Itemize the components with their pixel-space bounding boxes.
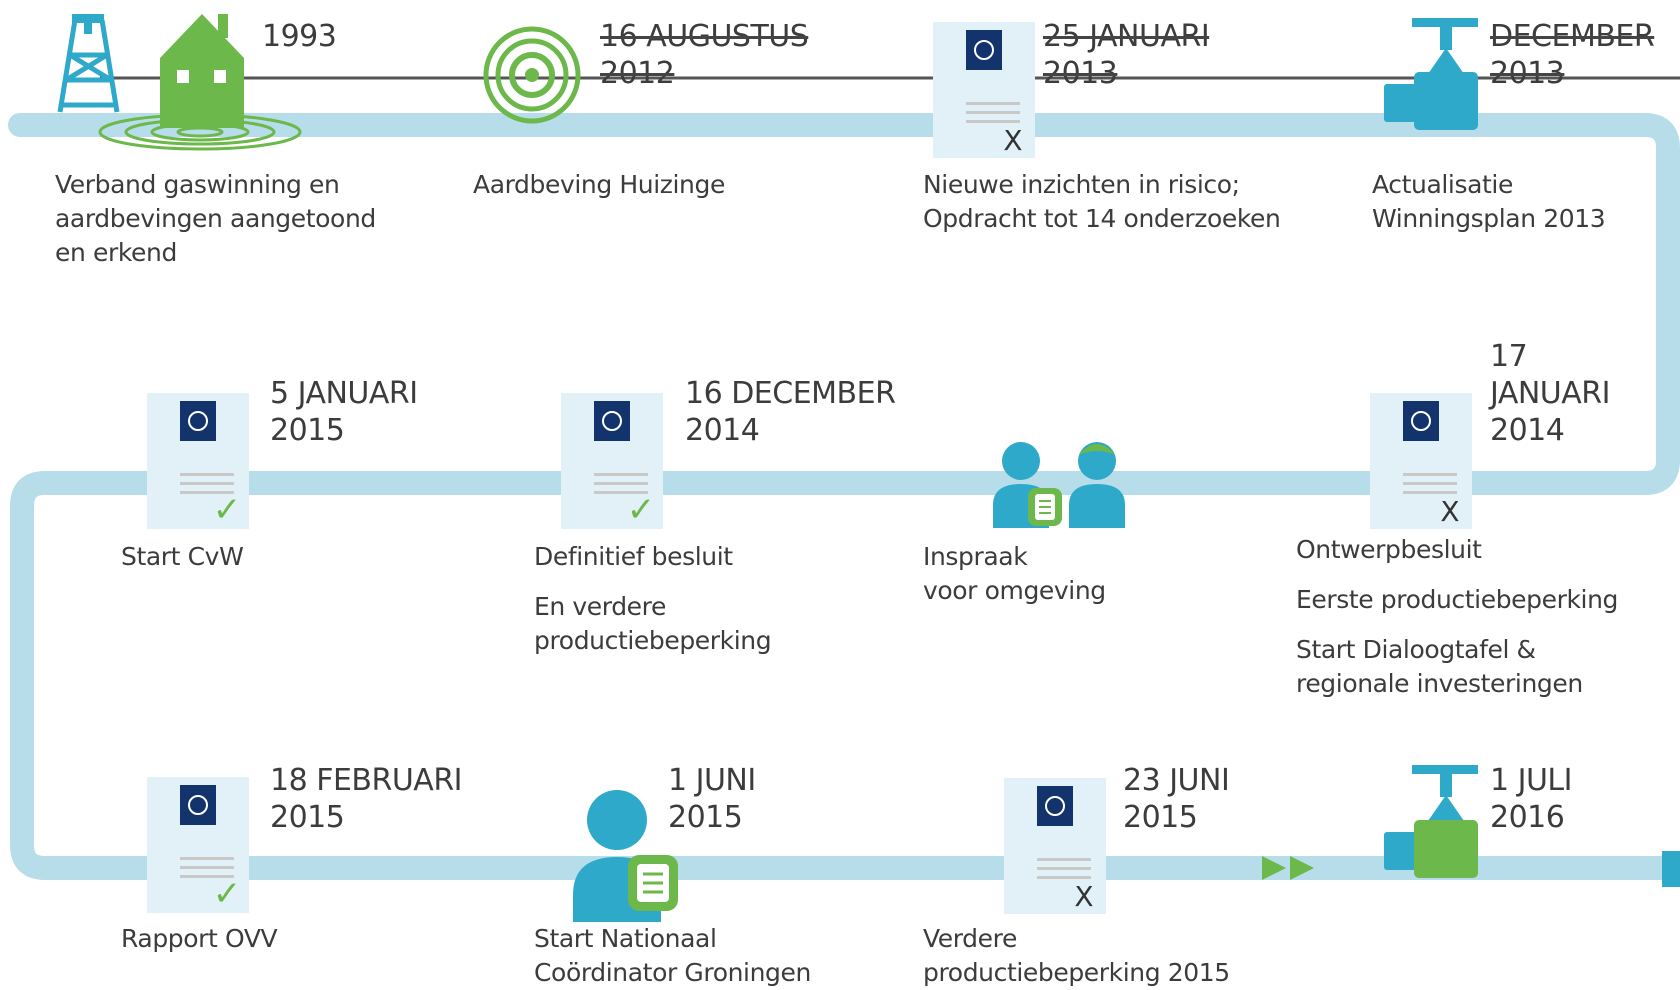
document-icons: X X ✓ ✓ ✓ X: [147, 22, 1472, 914]
event-date-1993: 1993: [262, 19, 337, 54]
government-document-icon: ✓: [147, 777, 249, 914]
government-document-icon: X: [1370, 393, 1472, 529]
timeline-track: [8, 113, 1680, 880]
event-description-feb-2015: Rapport OVV: [121, 922, 278, 956]
event-description-jun1-2015: Start Nationaal Coördinator Groningen: [534, 922, 811, 990]
description-line: voor omgeving: [923, 576, 1106, 605]
people-consultation-icon: [993, 442, 1125, 528]
description-line: Verdere: [923, 924, 1017, 953]
description-line: Start CvW: [121, 542, 244, 571]
event-date-dec-2013: DECEMBER 2013: [1490, 19, 1655, 91]
event-date-jan-2015: 5 JANUARI 2015: [270, 376, 418, 448]
x-mark-icon: X: [1003, 124, 1022, 157]
coat-of-arms-icon: [594, 401, 630, 441]
coordinator-person-icon: [573, 790, 678, 922]
description-line: En verdere: [534, 592, 666, 621]
event-description-inspraak: Inspraak voor omgeving: [923, 540, 1106, 608]
gas-valve-icon: [1384, 18, 1478, 130]
description-line: Start Dialoogtafel &: [1296, 635, 1536, 664]
x-mark-icon: X: [1440, 495, 1459, 528]
coat-of-arms-icon: [966, 30, 1002, 70]
event-description-jun23-2015: Verdere productiebeperking 2015: [923, 922, 1230, 990]
track-end-cap: [1662, 851, 1680, 887]
house-icon: [160, 14, 244, 128]
event-description-dec-2014: Definitief besluit En verdere productieb…: [534, 540, 772, 658]
description-line: productiebeperking 2015: [923, 958, 1230, 987]
event-description-jan-2014: Ontwerpbesluit Eerste productiebeperking…: [1296, 533, 1618, 701]
description-line: Winningsplan 2013: [1372, 204, 1606, 233]
description-line: Actualisatie: [1372, 170, 1513, 199]
description-line: Aardbeving Huizinge: [473, 170, 725, 199]
event-date-jun1-2015: 1 JUNI 2015: [668, 763, 756, 835]
description-line: Eerste productiebeperking: [1296, 585, 1619, 614]
coat-of-arms-icon: [180, 785, 216, 825]
check-mark-icon: ✓: [627, 490, 656, 530]
event-description-jan-2013: Nieuwe inzichten in risico; Opdracht tot…: [923, 168, 1281, 236]
description-line: Definitief besluit: [534, 542, 733, 571]
event-date-huizinge: 16 AUGUSTUS 2012: [600, 19, 809, 91]
coat-of-arms-icon: [1403, 401, 1439, 441]
check-mark-icon: ✓: [213, 490, 242, 530]
event-date-jan-2014: 17 JANUARI 2014: [1490, 339, 1610, 448]
government-document-icon: X: [1004, 778, 1106, 914]
government-document-icon: X: [933, 22, 1035, 158]
event-description-dec-2013: Actualisatie Winningsplan 2013: [1372, 168, 1606, 236]
description-line: Rapport OVV: [121, 924, 278, 953]
check-mark-icon: ✓: [213, 874, 242, 914]
event-date-jun23-2015: 23 JUNI 2015: [1123, 763, 1230, 835]
description-line: regionale investeringen: [1296, 669, 1583, 698]
description-line: productiebeperking: [534, 626, 772, 655]
event-description-huizinge: Aardbeving Huizinge: [473, 168, 725, 202]
government-document-icon: ✓: [147, 393, 249, 530]
fast-forward-arrows-icon: [1262, 856, 1314, 880]
description-line: en erkend: [55, 238, 177, 267]
earthquake-epicenter-icon: [483, 26, 581, 124]
event-description-jan-2015: Start CvW: [121, 540, 244, 574]
description-line: Ontwerpbesluit: [1296, 535, 1482, 564]
event-date-jul-2016: 1 JULI 2016: [1490, 763, 1573, 835]
description-line: Start Nationaal: [534, 924, 717, 953]
event-date-feb-2015: 18 FEBRUARI 2015: [270, 763, 463, 835]
x-mark-icon: X: [1074, 880, 1093, 913]
government-document-icon: ✓: [561, 393, 663, 530]
description-line: Opdracht tot 14 onderzoeken: [923, 204, 1281, 233]
event-date-dec-2014: 16 DECEMBER 2014: [685, 376, 896, 448]
event-date-jan-2013: 25 JANUARI 2013: [1043, 19, 1210, 91]
gas-valve-icon: [1384, 765, 1478, 878]
event-description-1993: Verband gaswinning en aardbevingen aange…: [55, 168, 376, 270]
coat-of-arms-icon: [1037, 786, 1073, 826]
description-line: Nieuwe inzichten in risico;: [923, 170, 1240, 199]
description-line: Inspraak: [923, 542, 1028, 571]
description-line: Coördinator Groningen: [534, 958, 811, 987]
gas-derrick-icon: [57, 14, 120, 113]
description-line: Verband gaswinning en: [55, 170, 340, 199]
description-line: aardbevingen aangetoond: [55, 204, 376, 233]
coat-of-arms-icon: [180, 401, 216, 441]
